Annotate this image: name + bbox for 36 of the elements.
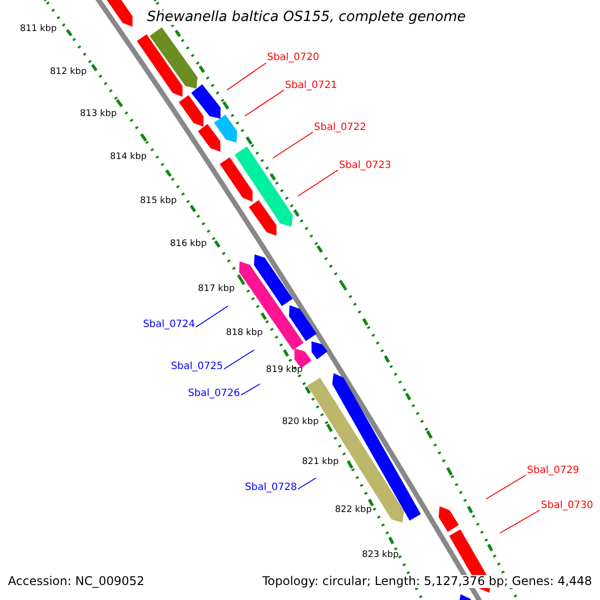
genome-info-text: Topology: circular; Length: 5,127,376 bp; Genes: 4,448 bbox=[262, 575, 592, 588]
accession-text: Accession: NC_009052 bbox=[8, 575, 144, 588]
leader-line bbox=[224, 350, 254, 370]
tick-label: 822 kbp bbox=[335, 506, 372, 516]
leader-line bbox=[486, 474, 526, 500]
leader-line bbox=[240, 384, 260, 396]
leader-line bbox=[226, 62, 266, 90]
tick-label: 821 kbp bbox=[302, 458, 339, 468]
tick-label: 812 kbp bbox=[50, 68, 87, 78]
tick-label: 816 kbp bbox=[170, 240, 207, 250]
gene-label: Sbal_0722 bbox=[314, 122, 366, 133]
gene-label: Sbal_0723 bbox=[339, 160, 392, 171]
tick-label: 817 kbp bbox=[198, 285, 235, 295]
leader-line bbox=[272, 132, 314, 158]
leader-line bbox=[298, 170, 338, 196]
tick-label: 815 kbp bbox=[140, 197, 177, 207]
gene-label: Sbal_0726 bbox=[188, 388, 240, 399]
tick-label: 813 kbp bbox=[80, 110, 117, 120]
leader-line bbox=[196, 306, 228, 328]
title: Shewanella baltica OS155, complete genome bbox=[147, 10, 466, 26]
tick-label: 820 kbp bbox=[282, 418, 319, 428]
leader-line bbox=[244, 90, 284, 116]
gene-label: Sbal_0724 bbox=[142, 319, 195, 330]
gene-label: Sbal_0721 bbox=[285, 80, 338, 91]
tick-label: 823 kbp bbox=[362, 551, 399, 561]
tick-label: 811 kbp bbox=[20, 25, 57, 35]
gene-label: Sbal_0725 bbox=[170, 361, 223, 372]
gene-label: Sbal_0729 bbox=[527, 465, 580, 476]
leader-line bbox=[298, 478, 316, 490]
gene-label: Sbal_0728 bbox=[244, 482, 297, 493]
gene-label: Sbal_0730 bbox=[541, 500, 594, 511]
tick-label: 818 kbp bbox=[226, 329, 263, 339]
tick-label: 814 kbp bbox=[110, 153, 147, 163]
gene-label: Sbal_0720 bbox=[267, 52, 320, 63]
tick-label: 819 kbp bbox=[266, 366, 303, 376]
leader-line bbox=[500, 510, 540, 534]
